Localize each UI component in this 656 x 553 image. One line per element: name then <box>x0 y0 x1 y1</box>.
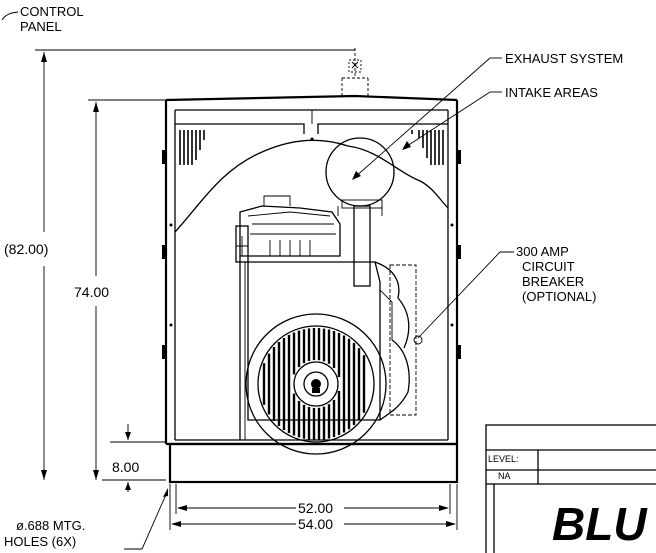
enclosure-height-value: 74.00 <box>74 284 109 300</box>
width-dimensions: 52.00 54.00 <box>169 484 458 532</box>
breaker-label-line3: BREAKER <box>522 274 584 289</box>
base-height-value: 8.00 <box>112 459 139 475</box>
intake-callout: INTAKE AREAS <box>402 85 598 150</box>
intake-areas-label: INTAKE AREAS <box>505 85 598 100</box>
overall-height-dimension: (82.00) <box>4 49 355 480</box>
level-label: LEVEL: <box>488 454 519 464</box>
control-panel-callout: CONTROL PANEL <box>1 4 84 34</box>
control-panel-label-line1: CONTROL <box>20 4 84 19</box>
enclosure <box>162 94 461 444</box>
mounting-holes-callout: ø.688 MTG. HOLES (6X) <box>4 488 169 550</box>
circuit-breaker-callout: 300 AMP CIRCUIT BREAKER (OPTIONAL) <box>413 244 596 345</box>
mounting-holes-label-line1: ø.688 MTG. <box>16 518 85 533</box>
breaker-label-line2: CIRCUIT <box>522 259 575 274</box>
level-value: NA <box>498 471 511 481</box>
breaker-label-line1: 300 AMP <box>516 244 569 259</box>
control-panel-label-line2: PANEL <box>20 19 62 34</box>
base-height-dimension: 8.00 <box>102 424 166 492</box>
cutaway-line <box>174 139 449 233</box>
exhaust-system-label: EXHAUST SYSTEM <box>505 51 623 66</box>
muffler <box>325 137 395 216</box>
outer-width-value: 54.00 <box>298 516 333 532</box>
enclosure-height-dimension: 74.00 <box>74 99 166 480</box>
inner-width-value: 52.00 <box>298 500 333 516</box>
exhaust-callout: EXHAUST SYSTEM <box>352 51 623 180</box>
intake-louvers-left <box>179 130 205 165</box>
title-block: LEVEL: NA BLU <box>485 424 656 553</box>
engine <box>235 195 417 440</box>
base-skid <box>166 439 459 484</box>
alternator-fan <box>245 313 387 455</box>
overall-height-value: (82.00) <box>4 241 48 257</box>
exhaust-stack <box>341 48 369 97</box>
intake-louvers-right <box>411 130 444 165</box>
breaker-label-line4: (OPTIONAL) <box>522 289 596 304</box>
mounting-holes-label-line2: HOLES (6X) <box>4 534 76 549</box>
company-logo-text: BLU <box>552 498 648 550</box>
fan-grill <box>262 328 366 440</box>
